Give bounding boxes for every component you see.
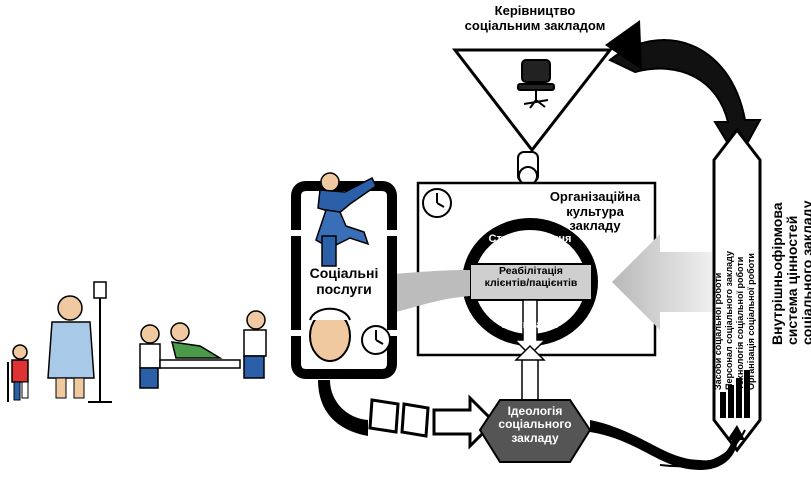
ideology-hexagon	[478, 399, 592, 463]
culture-label: Організаційна культура закладу	[549, 189, 641, 234]
management-label: Керівництво соціальним закладом	[464, 3, 606, 33]
ideology-label: Ідеологія соціального закладу	[498, 404, 572, 445]
paramedic-stretcher-icon	[139, 310, 267, 389]
services-label: Соціальні послуги	[309, 265, 379, 297]
ideology-up-arrow	[513, 299, 547, 357]
means-item-1: Засоби соціальної роботи	[713, 272, 723, 390]
running-man-icon	[315, 172, 377, 267]
rehab-label: Реабілітація клієнтів/пацієнтів	[484, 265, 578, 289]
office-chair-icon	[517, 59, 555, 109]
worried-person-icon	[309, 307, 391, 362]
child-crutch-icon	[7, 344, 29, 402]
stairs-icon	[720, 370, 750, 418]
ring-bottom-label: Мотивація	[501, 319, 559, 331]
incoming-gray-arrow	[612, 234, 712, 330]
bottom-right-curve	[590, 420, 745, 470]
means-item-4: Організація соціальної роботи	[746, 253, 756, 390]
values-label-2: система цінностей	[784, 215, 800, 345]
clock-icon	[422, 188, 452, 218]
frame-notches	[290, 230, 398, 336]
ring-top-label: Стимулювання	[488, 233, 572, 245]
values-label-3: соціального закладу	[799, 200, 811, 345]
means-item-3: Технологія соціальної роботи	[735, 256, 745, 390]
patient-iv-icon	[47, 281, 112, 403]
management-triangle	[451, 48, 614, 153]
values-label-1: Внутрішньофірмова	[769, 202, 785, 345]
top-curve-arrow	[608, 39, 762, 162]
handshake-icon	[517, 151, 539, 186]
means-item-2: Персонал соціального закладу	[724, 250, 734, 390]
bottom-arrow-chain	[318, 380, 497, 450]
